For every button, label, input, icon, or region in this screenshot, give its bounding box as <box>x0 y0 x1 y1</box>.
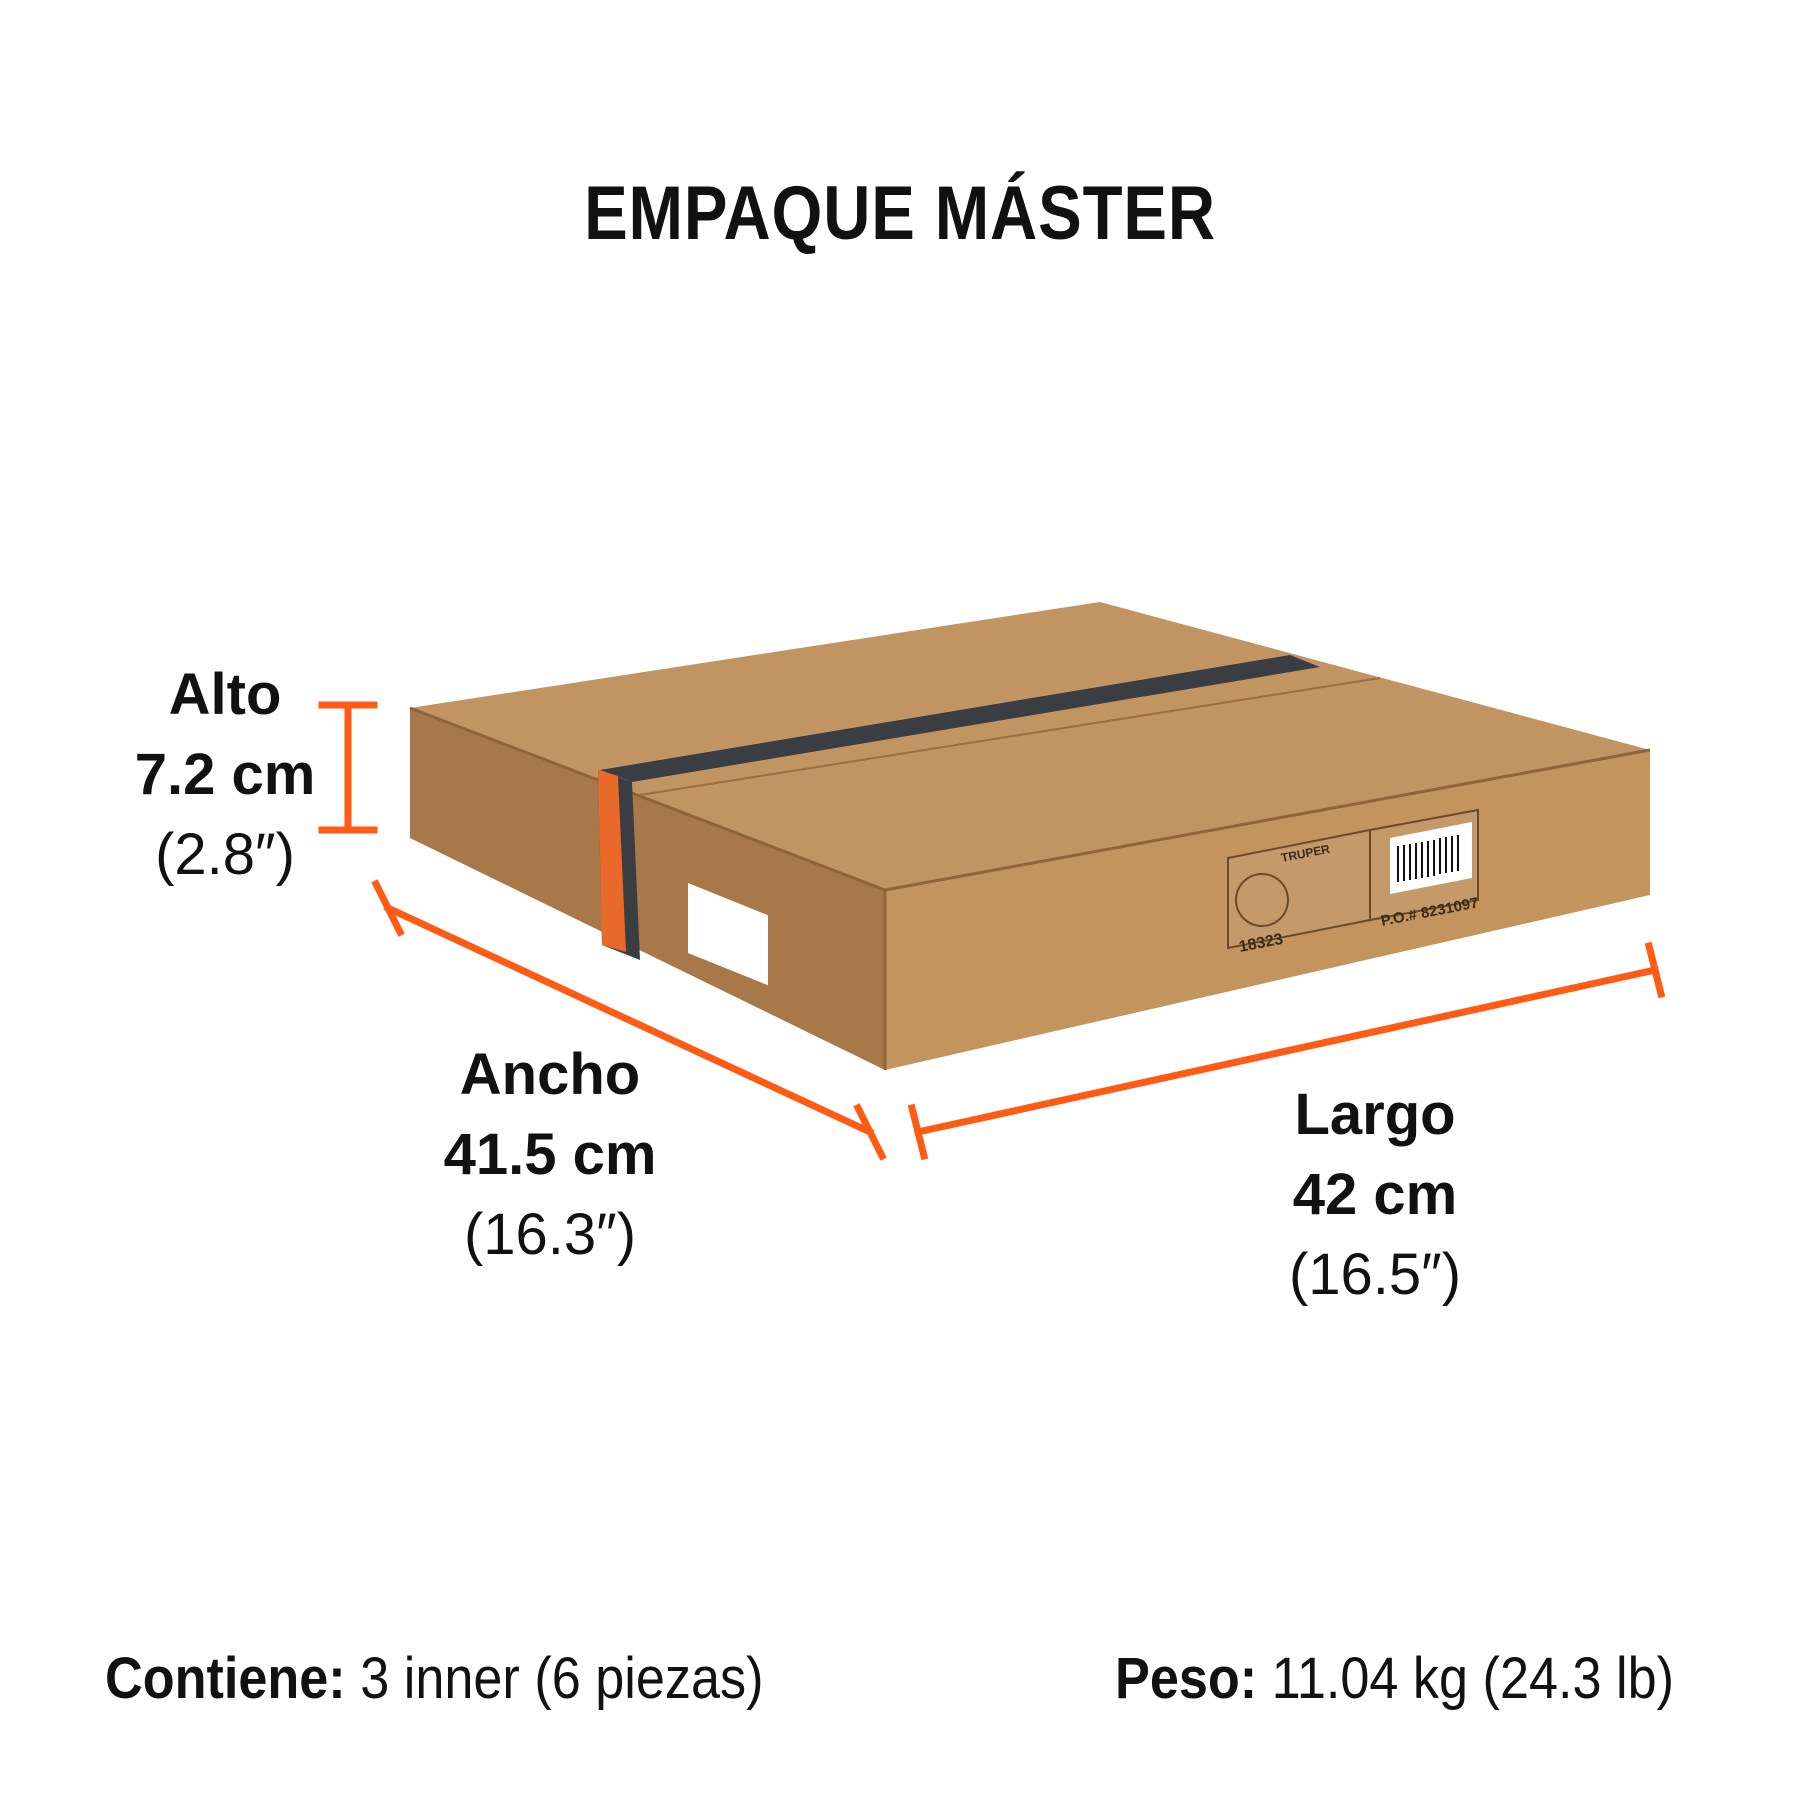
page-title: EMPAQUE MÁSTER <box>584 171 1216 256</box>
largo-label: Largo <box>1294 1082 1456 1147</box>
dimension-alto: Alto 7.2 cm (2.8″) <box>105 655 345 895</box>
ancho-marker <box>383 903 875 1137</box>
largo-metric: 42 cm <box>1292 1162 1458 1227</box>
contiene-label: Contiene: <box>105 1646 346 1711</box>
contents-info: Contiene: 3 inner (6 piezas) <box>105 1645 764 1712</box>
side-barcode-label <box>688 882 768 986</box>
alto-label: Alto <box>168 662 282 727</box>
ancho-metric: 41.5 cm <box>443 1122 657 1187</box>
ancho-imperial: (16.3″) <box>463 1202 637 1267</box>
box-top-face <box>410 602 1650 890</box>
alto-metric: 7.2 cm <box>134 742 316 807</box>
contiene-value: 3 inner (6 piezas) <box>360 1646 764 1711</box>
peso-value: 11.04 kg (24.3 lb) <box>1271 1646 1675 1711</box>
largo-imperial: (16.5″) <box>1288 1242 1462 1307</box>
packing-tape <box>600 655 1320 782</box>
alto-imperial: (2.8″) <box>155 822 295 887</box>
dimension-markers <box>318 701 1666 1161</box>
dimension-ancho: Ancho 41.5 cm (16.3″) <box>415 1035 685 1275</box>
largo-marker <box>913 965 1660 1137</box>
product-label: TRUPER 18323 P.O.# 8231097 <box>1227 808 1480 956</box>
weight-info: Peso: 11.04 kg (24.3 lb) <box>1115 1645 1674 1712</box>
dimension-largo: Largo 42 cm (16.5″) <box>1240 1075 1510 1315</box>
ancho-label: Ancho <box>459 1042 641 1107</box>
peso-label: Peso: <box>1115 1646 1258 1711</box>
